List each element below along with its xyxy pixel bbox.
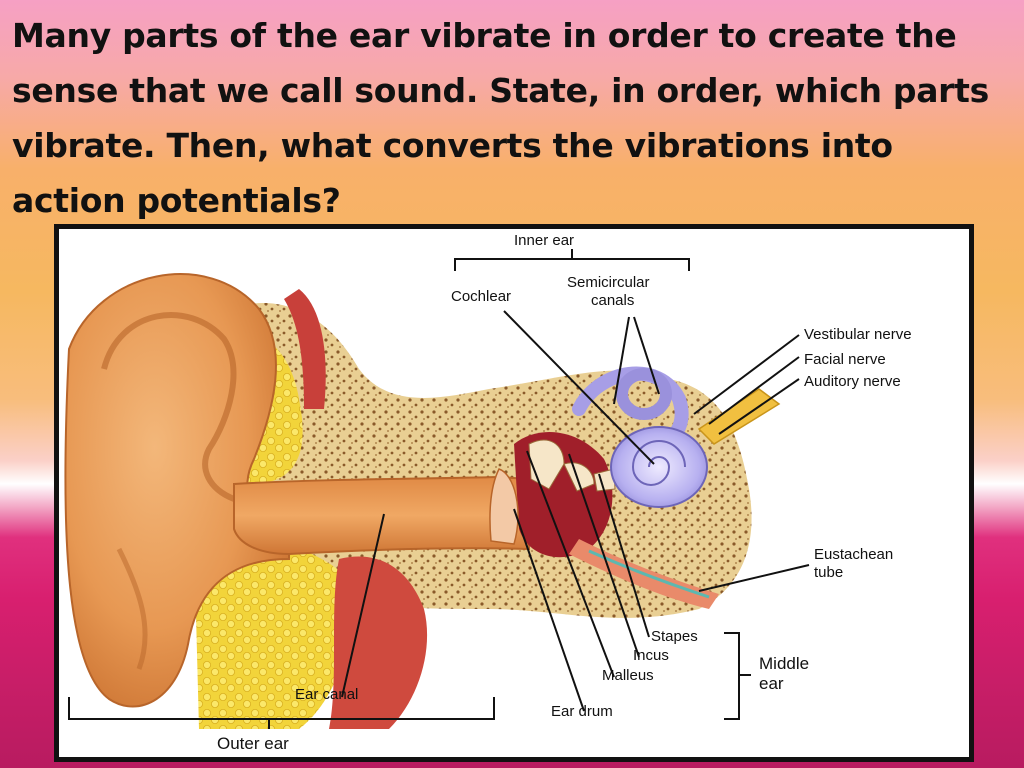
- label-eustachean-1: Eustachean: [814, 546, 893, 563]
- label-middle-2: ear: [759, 674, 784, 693]
- label-inner-ear: Inner ear: [514, 232, 574, 249]
- label-ear-drum: Ear drum: [551, 703, 613, 720]
- label-vestibular-nerve: Vestibular nerve: [804, 326, 912, 343]
- label-incus: Incus: [633, 647, 669, 664]
- label-middle-1: Middle: [759, 654, 809, 673]
- question-text: Many parts of the ear vibrate in order t…: [12, 8, 1012, 228]
- label-malleus: Malleus: [602, 667, 654, 684]
- ear-anatomy-diagram: Inner ear Cochlear Semicircular canals V…: [59, 229, 969, 757]
- label-cochlear: Cochlear: [451, 288, 511, 305]
- ear-canal-tube: [234, 477, 529, 554]
- label-semicircular-2: canals: [591, 292, 634, 309]
- label-ear-canal: Ear canal: [295, 686, 358, 703]
- label-stapes: Stapes: [651, 628, 698, 645]
- label-eustachean-2: tube: [814, 564, 843, 581]
- label-auditory-nerve: Auditory nerve: [804, 373, 901, 390]
- label-semicircular-1: Semicircular: [567, 274, 650, 291]
- label-facial-nerve: Facial nerve: [804, 351, 886, 368]
- ear-anatomy-figure: Inner ear Cochlear Semicircular canals V…: [54, 224, 974, 762]
- label-outer-ear: Outer ear: [217, 734, 289, 753]
